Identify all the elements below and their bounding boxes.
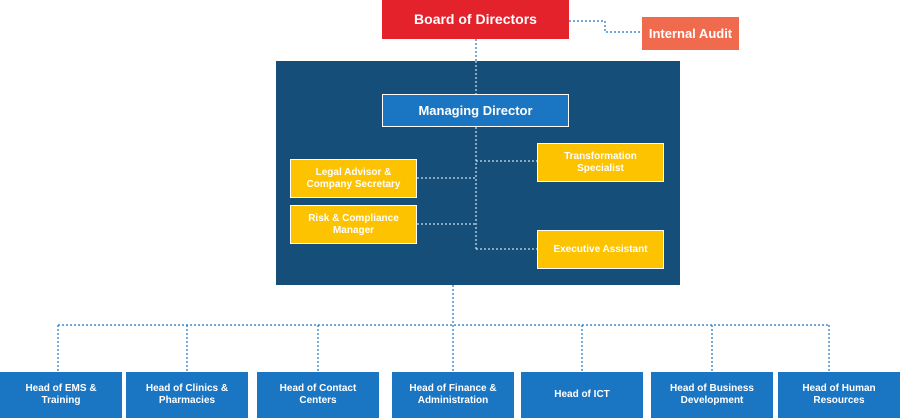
transformation-specialist-label: Transformation Specialist (564, 150, 637, 174)
head-label: Head of Contact Centers (279, 383, 357, 406)
head-label: Head of Finance & Administration (409, 383, 497, 406)
executive-assistant-box: Executive Assistant (537, 230, 664, 269)
legal-advisor-box: Legal Advisor & Company Secretary (290, 159, 417, 198)
managing-director-label: Managing Director (418, 102, 533, 118)
risk-compliance-box: Risk & Compliance Manager (290, 205, 417, 244)
head-clinics-pharmacies-box: Head of Clinics & Pharmacies (126, 372, 248, 418)
head-finance-administration-box: Head of Finance & Administration (392, 372, 514, 418)
managing-director-box: Managing Director (382, 94, 569, 127)
head-label: Head of EMS & Training (25, 383, 97, 406)
legal-advisor-label: Legal Advisor & Company Secretary (306, 166, 401, 190)
internal-audit-label: Internal Audit (648, 25, 733, 41)
executive-assistant-label: Executive Assistant (553, 243, 648, 255)
head-contact-centers-box: Head of Contact Centers (257, 372, 379, 418)
board-of-directors-box: Board of Directors (382, 0, 569, 39)
head-business-development-box: Head of Business Development (651, 372, 773, 418)
head-ict-box: Head of ICT (521, 372, 643, 418)
head-human-resources-box: Head of Human Resources (778, 372, 900, 418)
board-label: Board of Directors (414, 11, 537, 28)
head-label: Head of Clinics & Pharmacies (145, 383, 229, 406)
head-ems-training-box: Head of EMS & Training (0, 372, 122, 418)
head-label: Head of Human Resources (802, 383, 876, 406)
internal-audit-box: Internal Audit (642, 17, 739, 50)
transformation-specialist-box: Transformation Specialist (537, 143, 664, 182)
head-label: Head of ICT (554, 389, 610, 400)
head-label: Head of Business Development (670, 383, 754, 406)
risk-compliance-label: Risk & Compliance Manager (308, 212, 399, 236)
